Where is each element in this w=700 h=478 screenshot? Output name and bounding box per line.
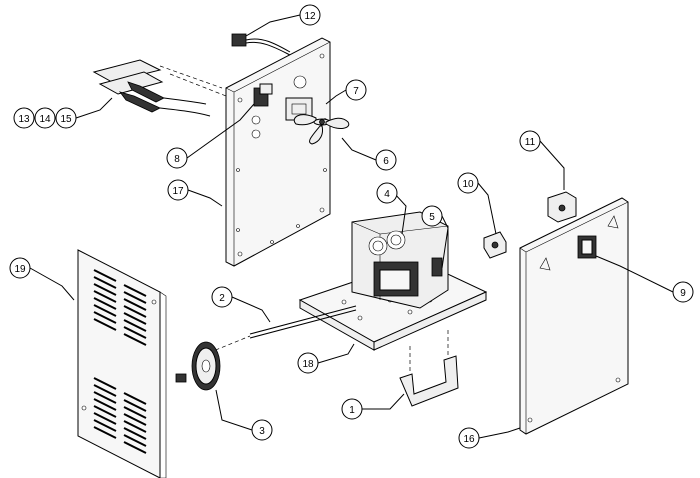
callout-6: 6	[375, 149, 397, 171]
callout-5: 5	[421, 205, 443, 227]
callout-19-label: 19	[14, 264, 26, 275]
callout-12-label: 12	[304, 11, 316, 22]
vented-side-panel	[77, 249, 167, 478]
vent-slot	[93, 377, 117, 390]
callout-14: 14	[34, 107, 56, 129]
circuit-breaker	[251, 83, 273, 139]
transformer-assembly	[351, 211, 449, 309]
vent-slot	[123, 427, 147, 440]
vent-slot	[93, 269, 117, 282]
callout-12: 12	[299, 4, 321, 26]
callout-9-label: 9	[680, 288, 686, 299]
fan-blade	[293, 114, 350, 145]
vent-slot	[93, 290, 117, 303]
vent-slot	[93, 426, 117, 439]
vent-slot	[93, 412, 117, 425]
callout-5-label: 5	[429, 212, 435, 223]
callout-2-label: 2	[219, 293, 225, 304]
callout-13: 13	[13, 107, 35, 129]
rear-panel	[225, 37, 331, 267]
callout-2: 2	[211, 286, 233, 308]
callout-8-label: 8	[174, 154, 180, 165]
timer-knob	[483, 231, 507, 259]
callout-7-label: 7	[353, 86, 359, 97]
callout-11-label: 11	[525, 137, 536, 148]
vent-slot	[93, 405, 117, 418]
vent-slot	[123, 319, 147, 332]
callout-7: 7	[345, 79, 367, 101]
callout-9: 9	[672, 281, 694, 303]
callout-3: 3	[251, 419, 273, 441]
callout-15-label: 15	[60, 114, 72, 125]
callout-1-label: 1	[349, 405, 355, 416]
callout-13-label: 13	[18, 114, 30, 125]
callout-17: 17	[167, 179, 189, 201]
callout-4: 4	[376, 182, 398, 204]
callout-18-label: 18	[302, 359, 314, 370]
vent-slot	[123, 392, 147, 405]
vent-slot	[93, 283, 117, 296]
vent-slot	[93, 384, 117, 397]
power-plug	[231, 33, 291, 56]
callout-4-label: 4	[384, 189, 390, 200]
callout-19: 19	[9, 257, 31, 279]
callout-16-label: 16	[463, 434, 475, 445]
callout-1: 1	[341, 398, 363, 420]
callout-11: 11	[519, 130, 541, 152]
vent-slot	[123, 333, 147, 346]
vent-slot	[123, 406, 147, 419]
vent-slot	[93, 391, 117, 404]
callout-8: 8	[166, 147, 188, 169]
vent-slot	[123, 312, 147, 325]
vent-slot	[93, 311, 117, 324]
wheel	[175, 341, 221, 391]
vent-slot	[93, 398, 117, 411]
callout-3-label: 3	[259, 426, 265, 437]
vent-slot	[93, 304, 117, 317]
battery-clamps	[92, 59, 227, 117]
selector-switch	[547, 191, 577, 223]
callout-16: 16	[458, 427, 480, 449]
callout-17-label: 17	[172, 186, 184, 197]
callout-6-label: 6	[383, 156, 389, 167]
vent-slot	[93, 276, 117, 289]
callout-18: 18	[297, 352, 319, 374]
vent-slot	[123, 305, 147, 318]
vent-slot	[123, 284, 147, 297]
vent-slot	[93, 297, 117, 310]
vent-slot	[93, 318, 117, 331]
callout-15: 15	[55, 107, 77, 129]
vent-slot	[93, 419, 117, 432]
callout-leaders	[29, 14, 674, 439]
vent-slot	[123, 441, 147, 454]
callout-10: 10	[457, 172, 479, 194]
callout-14-label: 14	[39, 114, 51, 125]
front-panel	[519, 197, 629, 435]
vent-slot	[123, 298, 147, 311]
vent-slot	[123, 413, 147, 426]
callout-10-label: 10	[462, 179, 474, 190]
vent-slot	[123, 420, 147, 433]
mounting-bracket	[399, 330, 459, 407]
vent-slot	[123, 326, 147, 339]
vent-slot	[123, 399, 147, 412]
vent-slot	[123, 434, 147, 447]
vent-slot	[123, 291, 147, 304]
